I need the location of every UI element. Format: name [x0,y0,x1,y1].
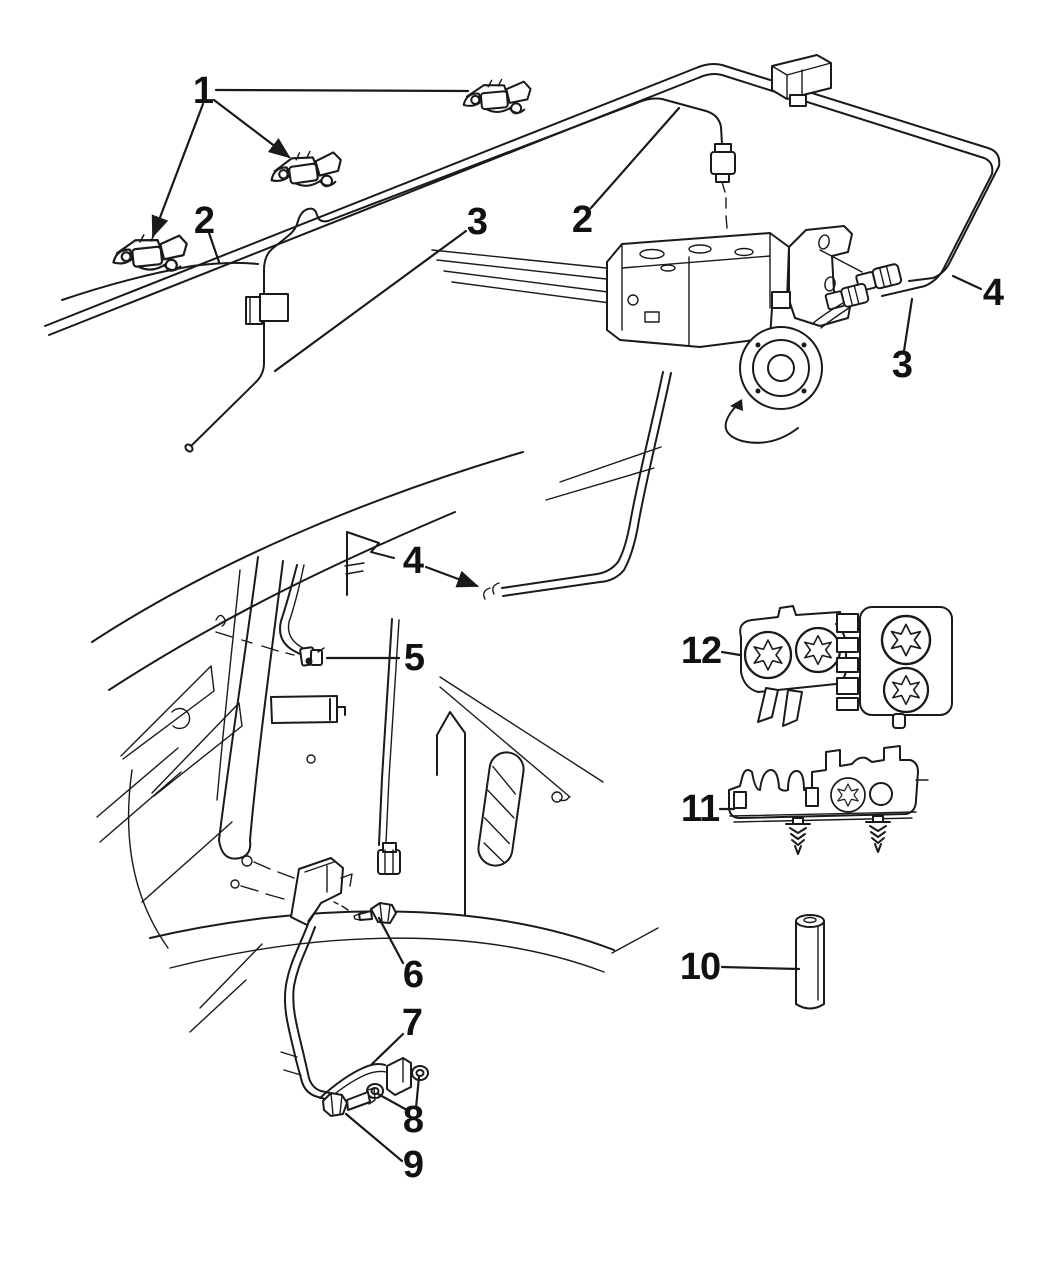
callout-4-label: 4 [982,272,1004,314]
hex-bolt [353,902,397,924]
callout-leader-line [207,231,221,264]
insulator-sleeve [795,914,825,1010]
callout-leader-line [151,102,205,239]
callout-12-label: 12 [680,630,722,672]
callout-4-label: 4 [402,540,424,582]
callout-leader-line [589,106,681,210]
body-panel-art [91,446,662,1033]
routing-clip-lower [728,745,929,855]
callout-8-label: 8 [402,1099,424,1141]
washer [411,1065,429,1081]
banjo-bolt [322,1087,376,1117]
callout-6-label: 6 [402,954,424,996]
callout-leader-line [376,1092,409,1112]
callout-1-label: 1 [192,70,214,112]
hcu-bracket [788,225,853,327]
hose-end-block [386,1057,412,1096]
brake-line-single [184,97,723,453]
callout-5-label: 5 [403,637,425,679]
hcu-abs-module [431,225,863,444]
callout-leader-line [720,650,742,657]
line-clip [245,293,289,325]
callout-leader-line [951,274,983,291]
retainer-clip [267,146,346,195]
callout-11-label: 11 [680,788,720,830]
grommet [299,646,325,667]
callout-7-label: 7 [401,1002,423,1044]
callout-leader-line [424,565,480,588]
rear-tube-run [483,371,672,600]
callout-leader-line [273,229,468,373]
routing-clip-upper [739,605,953,729]
callout-leader-line [414,1075,421,1110]
callout-2-label: 2 [193,200,215,242]
tube-nut [377,849,401,875]
callout-leader-lines [151,88,983,1163]
pump-motor [739,326,823,410]
retainer-clip [109,229,191,278]
callout-2-label: 2 [571,199,593,241]
hose-bracket [230,855,397,926]
callout-leader-line [212,98,291,159]
callout-leader-line [377,916,405,965]
grommet-tube [279,564,325,667]
brake-line-pair [44,63,1001,336]
callout-leader-line [902,297,914,353]
mid-vertical-tube [377,618,401,875]
callout-leader-line [344,1112,404,1163]
callout-leader-line [214,88,470,93]
callout-leader-line [370,1032,405,1066]
tube-fitting [824,282,870,311]
tube-union-fitting [710,143,736,251]
callout-3-label: 3 [891,344,913,386]
line-clip [771,54,832,107]
retainer-clip [460,76,534,119]
callout-3-label: 3 [466,201,488,243]
callout-9-label: 9 [402,1144,424,1186]
fitting-stub-tube [811,302,850,329]
callout-leader-line [720,965,801,971]
callout-10-label: 10 [679,946,721,988]
